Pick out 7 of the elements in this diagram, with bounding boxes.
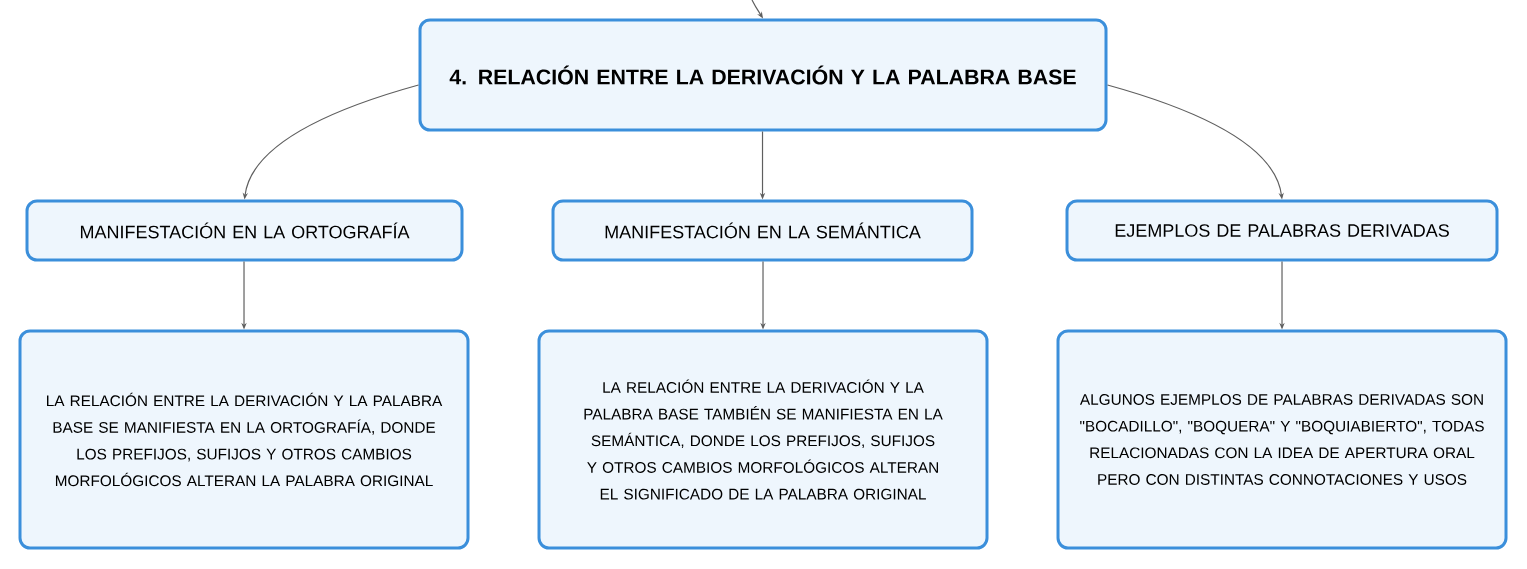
subtopic-box: MANIFESTACIÓN EN LA SEMÁNTICA	[551, 199, 974, 262]
main-topic-box: 4. RELACIÓN ENTRE LA DERIVACIÓN Y LA PALABRA BASE	[418, 18, 1108, 132]
description-box: LA RELACIÓN ENTRE LA DERIVACIÓN Y LA PALABRA BASE TAMBIÉN SE MANIFIESTA EN LA SEMÁNTICA, DONDE LOS PREFIJOS, SUFIJOS Y OTROS CAMBIOS MORFOLÓGICOS ALTERAN EL SIGNIFICADO DE LA PALABRA ORIGINAL	[537, 329, 989, 550]
subtopic-box: EJEMPLOS DE PALABRAS DERIVADAS	[1065, 199, 1499, 262]
description-box: LA RELACIÓN ENTRE LA DERIVACIÓN Y LA PALABRA BASE SE MANIFIESTA EN LA ORTOGRAFÍA, DONDE LOS PREFIJOS, SUFIJOS Y OTROS CAMBIOS MORFOLÓGICOS ALTERAN LA PALABRA ORIGINAL	[18, 329, 470, 550]
description-box: ALGUNOS EJEMPLOS DE PALABRAS DERIVADAS SON "BOCADILLO", "BOQUERA" Y "BOQUIABIERTO", TODAS RELACIONADAS CON LA IDEA DE APERTURA ORAL PERO CON DISTINTAS CONNOTACIONES Y USOS	[1056, 329, 1508, 550]
subtopic-box: MANIFESTACIÓN EN LA ORTOGRAFÍA	[25, 199, 464, 262]
